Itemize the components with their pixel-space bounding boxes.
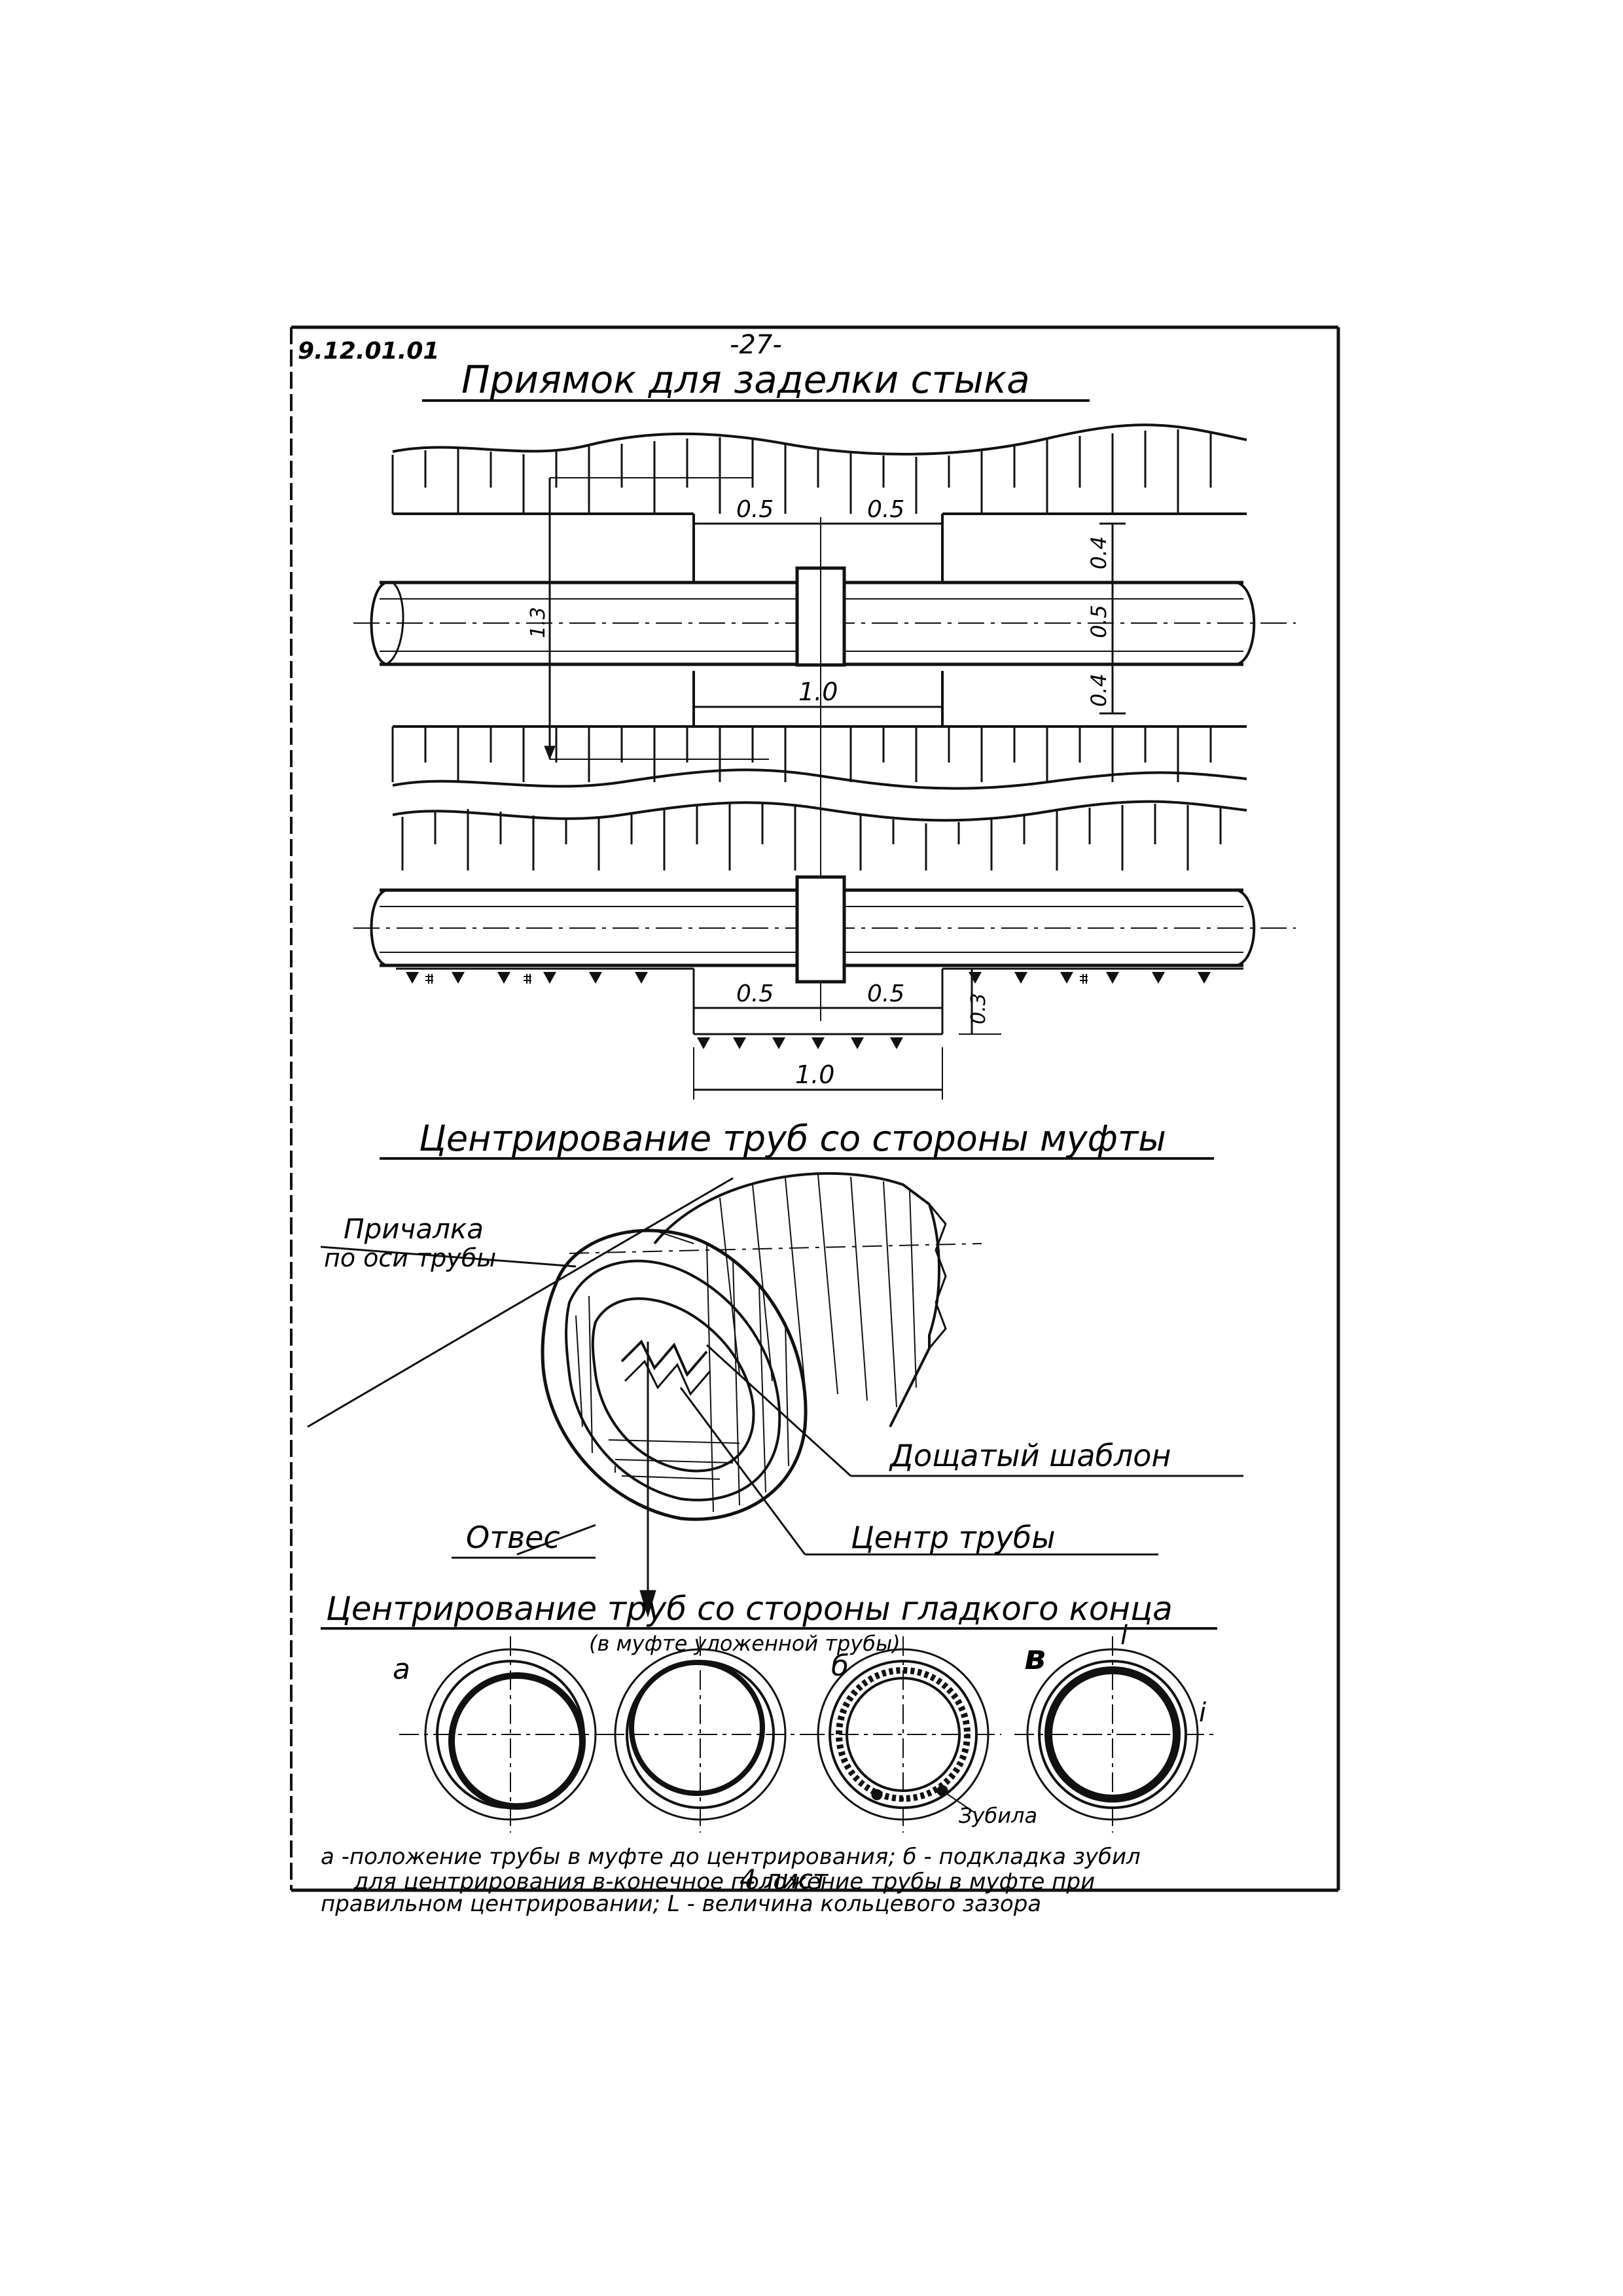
label-chisels: Зубила xyxy=(959,1803,1037,1828)
circle-a2 xyxy=(596,1636,805,1833)
trench-plan-view xyxy=(353,423,1296,1021)
marker-i-top: i xyxy=(1120,1621,1128,1651)
centering-circles xyxy=(399,1636,1217,1833)
circle-b xyxy=(805,1636,1001,1833)
trench-section-view xyxy=(353,800,1296,1100)
section3-title: Центрирование труб со стороны гладкого к… xyxy=(326,1590,1173,1628)
marker-a: а xyxy=(393,1653,410,1686)
label-prichalka-2: по оси трубы xyxy=(324,1244,496,1272)
section3-subtitle: (в муфте уложенной трубы) xyxy=(589,1631,901,1656)
dim-right-mid: 0.5 xyxy=(1086,605,1111,638)
dim-top-left: 0.5 xyxy=(736,496,774,523)
sheet-number: 4 лист xyxy=(740,1865,829,1895)
page-frame xyxy=(290,325,1340,1892)
circle-v xyxy=(1014,1636,1217,1833)
label-center: Центр трубы xyxy=(851,1520,1056,1555)
dim-right-bottom: 0.4 xyxy=(1086,673,1111,707)
marker-i-side: i xyxy=(1199,1698,1206,1728)
dim-bottom-right: 0.5 xyxy=(867,980,904,1007)
dim-top-right: 0.5 xyxy=(867,496,904,523)
section1-title: Приямок для заделки стыка xyxy=(461,357,1030,402)
circle-a xyxy=(399,1636,622,1833)
page-number: -27- xyxy=(730,330,782,360)
dim-left-span: 1.3 xyxy=(527,607,550,638)
caption-line-3: правильном центрировании; L - величина к… xyxy=(321,1891,1041,1917)
caption-line-2: для центрирования в-конечное положение т… xyxy=(353,1869,1095,1895)
marker-b: б xyxy=(831,1649,849,1683)
dim-bottom-left: 0.5 xyxy=(736,980,774,1007)
label-plumb: Отвес xyxy=(466,1520,560,1555)
coupling-isometric-view xyxy=(307,1172,1243,1618)
doc-code: 9.12.01.01 xyxy=(298,338,439,365)
marker-v: в xyxy=(1024,1638,1046,1677)
caption-line-1: а -положение трубы в муфте до центрирова… xyxy=(321,1844,1141,1870)
dim-bottom-depth: 0.3 xyxy=(967,993,990,1024)
label-template: Дощатый шаблон xyxy=(889,1438,1171,1473)
label-prichalka-1: Причалка xyxy=(344,1213,484,1245)
dim-right-top: 0.4 xyxy=(1086,536,1111,569)
dim-bottom-total: 1.0 xyxy=(795,1060,834,1089)
dim-top-total: 1.0 xyxy=(798,677,838,706)
section2-title: Центрирование труб со стороны муфты xyxy=(419,1118,1166,1159)
